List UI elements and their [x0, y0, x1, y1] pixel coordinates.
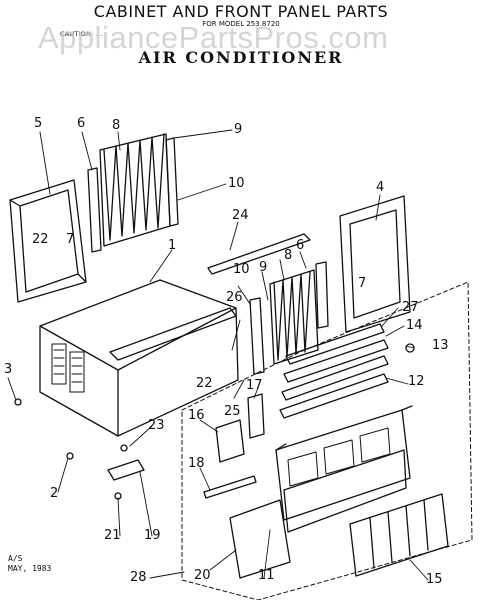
callout-label: 10 [228, 176, 245, 191]
part-curtain-track [165, 137, 179, 227]
diagram-title: CABINET AND FRONT PANEL PARTS [93, 2, 389, 21]
callout-label: 13 [432, 338, 449, 353]
part-rod [203, 475, 257, 499]
part-front-grille [275, 405, 413, 533]
model-line: FOR MODEL 253.8720 [202, 20, 280, 28]
callout-label: 12 [408, 374, 425, 389]
callout-label: 8 [284, 248, 293, 263]
part-door [229, 499, 291, 579]
screw-icon [66, 452, 74, 460]
callout-label: 27 [402, 300, 419, 315]
part-control-bracket [247, 393, 265, 439]
callout-label: 5 [34, 116, 43, 131]
callout-label: 22 [196, 376, 213, 391]
callout-label: 26 [226, 290, 243, 305]
callout-label: 19 [144, 528, 161, 543]
part-curtain-track-right [249, 297, 265, 375]
callout-label: 20 [194, 568, 211, 583]
callout-label: 14 [406, 318, 423, 333]
callout-label: 10 [233, 262, 250, 277]
callout-label: 6 [296, 238, 305, 253]
callout-label: 21 [104, 528, 121, 543]
part-louver-strips [279, 323, 389, 419]
callout-label: 6 [77, 116, 86, 131]
callout-label: 2 [50, 486, 59, 501]
callout-label: 7 [358, 276, 367, 291]
part-top-rail [207, 233, 311, 275]
callout-label: 16 [188, 408, 205, 423]
footer-date: MAY, 1983 [8, 564, 52, 573]
part-louver-panel [349, 493, 449, 577]
part-accordion-curtain-right [269, 269, 319, 365]
part-right-frame [339, 195, 411, 333]
callout-label: 8 [112, 118, 121, 133]
callout-label: 25 [224, 404, 241, 419]
screw-icon [120, 444, 128, 452]
diagram-subtitle: AIR CONDITIONER [138, 48, 344, 67]
part-cabinet [39, 279, 239, 437]
part-left-frame [9, 179, 87, 303]
callout-label: 9 [259, 260, 268, 275]
watermark-logo: AppliancePartsPros.com [38, 20, 389, 55]
screw-icon [14, 398, 22, 406]
callout-label: 18 [188, 456, 205, 471]
callout-label: 4 [376, 180, 385, 195]
callout-label: 1 [168, 238, 177, 253]
callout-label: 24 [232, 208, 249, 223]
callout-label: 11 [258, 568, 275, 583]
callout-label: 7 [66, 232, 75, 247]
callout-label: 17 [246, 378, 263, 393]
callout-label: 22 [32, 232, 49, 247]
part-clamp [107, 459, 145, 481]
callout-label: 9 [234, 122, 243, 137]
caution-line: CAUTION: ... [60, 30, 103, 38]
callout-label: 23 [148, 418, 165, 433]
callout-label: 28 [130, 570, 147, 585]
callout-label: 15 [426, 572, 443, 587]
part-side-strip [87, 167, 102, 253]
footer-code: A/S [8, 554, 23, 563]
callout-label: 3 [4, 362, 13, 377]
front-panel-group-outline [181, 281, 473, 600]
part-bracket [215, 419, 245, 463]
part-side-strip-right [315, 261, 329, 329]
